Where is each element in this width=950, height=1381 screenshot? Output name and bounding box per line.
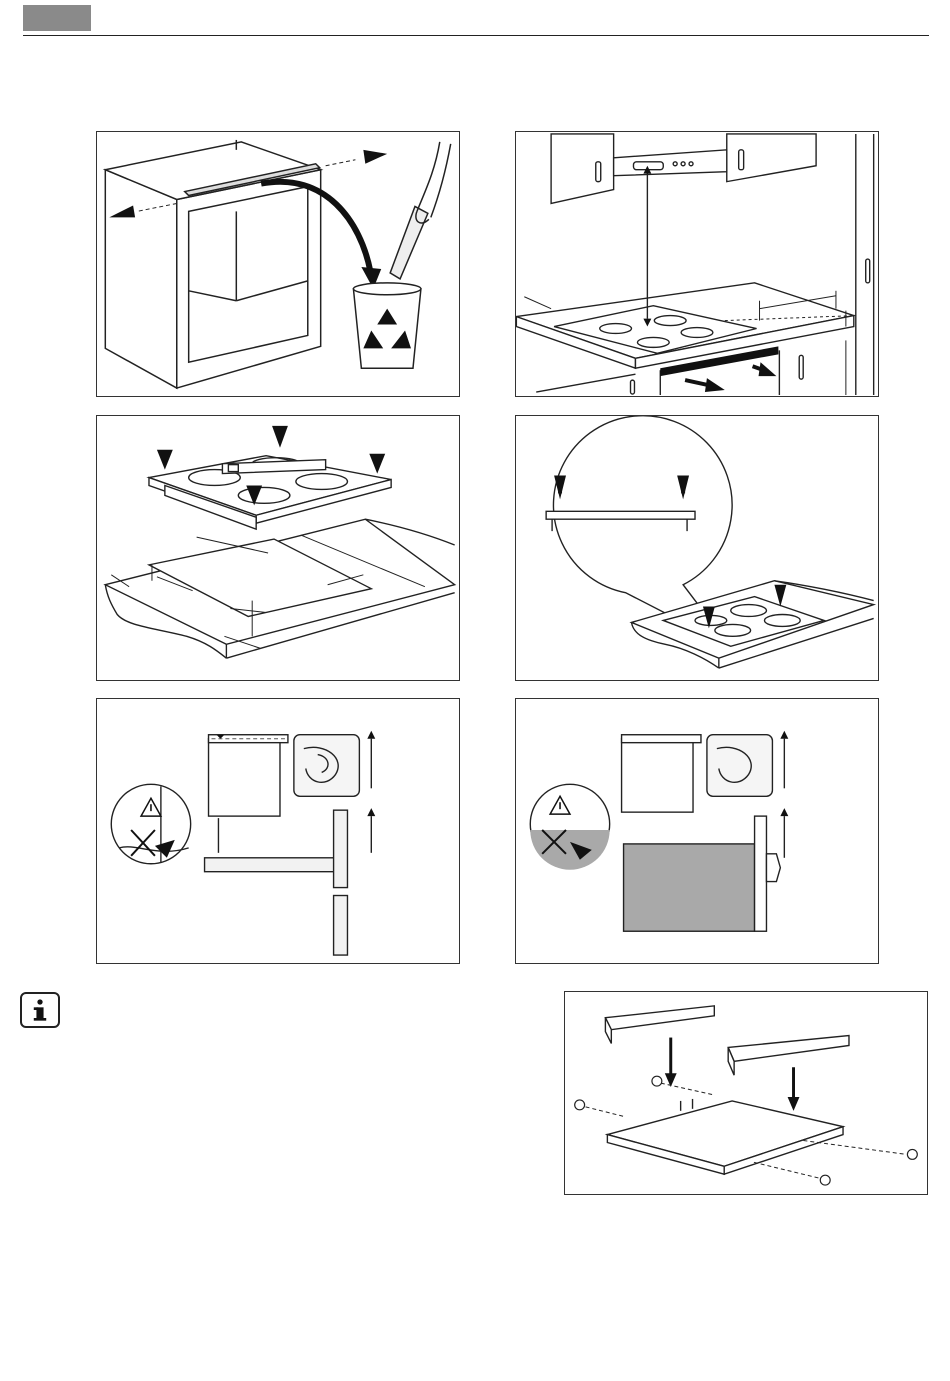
info-icon — [20, 992, 60, 1028]
header-rule — [23, 35, 929, 36]
figure-wood-clearance — [96, 698, 460, 964]
figure-hood-clearance — [515, 131, 879, 397]
figure-cutout-dimensions — [96, 415, 460, 681]
figure-cabinet-rail-removal — [96, 131, 460, 397]
figure-clamp-detail — [515, 415, 879, 681]
recycle-icon — [353, 283, 420, 368]
figure-mounting-brackets — [564, 991, 928, 1195]
header-tab — [23, 5, 91, 31]
figure-oven-clearance — [515, 698, 879, 964]
